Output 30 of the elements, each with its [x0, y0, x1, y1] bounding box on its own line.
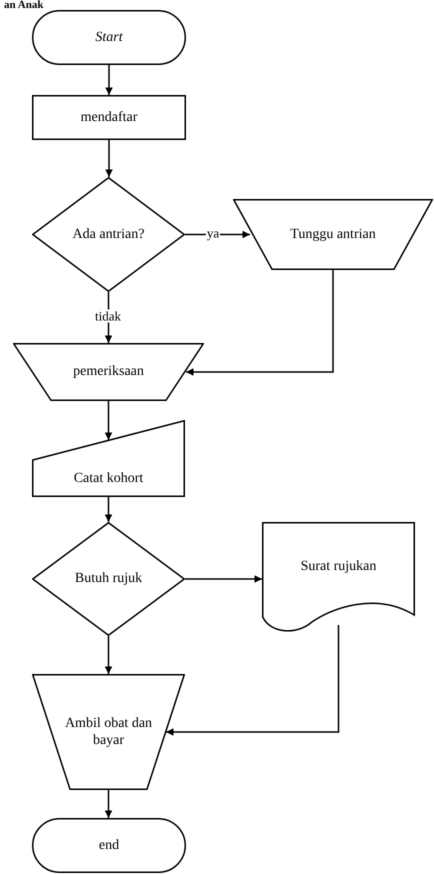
arrow: [105, 140, 113, 177]
manual-operation-shape: [233, 199, 433, 270]
terminator-shape: [32, 10, 186, 65]
arrow: [105, 65, 113, 95]
node-label: Ada antrian?: [72, 226, 144, 244]
arrow: [104, 401, 112, 440]
manual-operation-shape: [32, 674, 185, 790]
arrow: [166, 625, 340, 736]
title: an Anak: [4, 0, 44, 11]
terminator-shape: [32, 818, 186, 873]
arrow: [185, 575, 262, 583]
node-label: Surat rujukan: [300, 558, 376, 576]
decision-diamond: [32, 522, 185, 636]
node-label: Catat kohort: [74, 470, 144, 488]
decision-diamond: [32, 177, 185, 292]
node-label: pemeriksaan: [73, 363, 144, 381]
arrow: [186, 270, 334, 376]
arrow: [104, 497, 112, 522]
node-label: Start: [95, 28, 123, 46]
node-label: Butuh rujuk: [74, 570, 142, 588]
node-label: end: [98, 836, 120, 854]
process-box: [32, 95, 186, 140]
node-label: Tunggu antrian: [290, 226, 376, 244]
manual-input-shape: [32, 420, 185, 497]
node-label: Ambil obat dan bayar: [64, 714, 154, 750]
arrow: [104, 790, 112, 818]
edge-label: tidak: [94, 310, 122, 322]
arrow: [104, 636, 112, 674]
node-label: mendaftar: [80, 108, 138, 126]
manual-operation-shape: [13, 343, 204, 401]
